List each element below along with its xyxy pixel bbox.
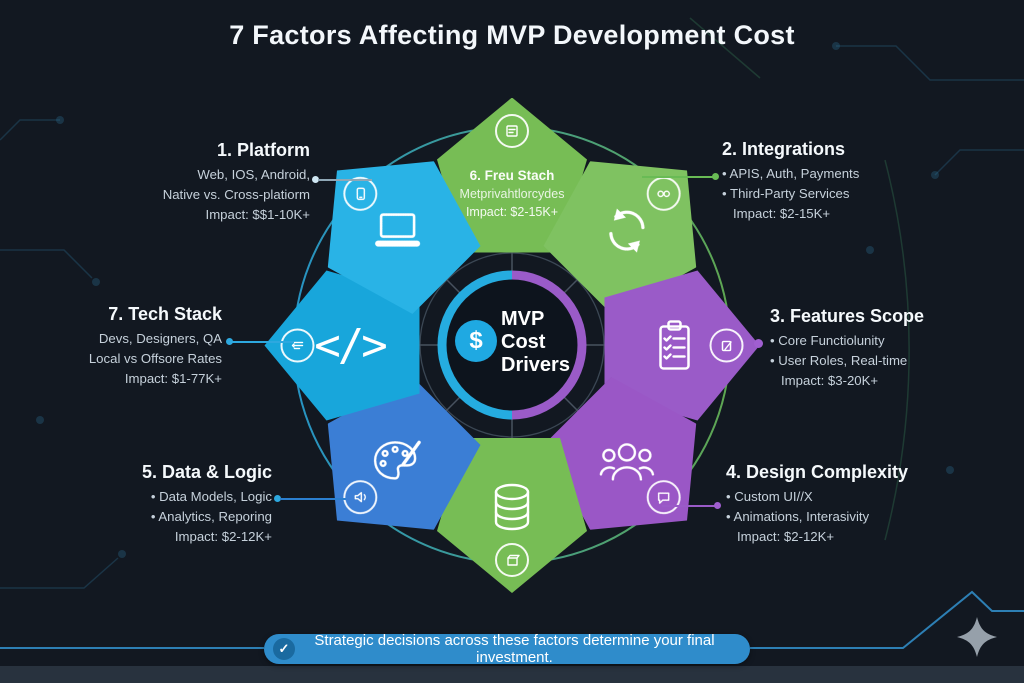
factor-4-line2: • Animations, Interasivity xyxy=(726,508,870,524)
connector-dot-4 xyxy=(714,502,721,509)
petal6-title: 6. Freu Stach xyxy=(469,167,555,183)
factor-3-features-scope: 3. Features Scope • Core Functiolunity •… xyxy=(770,306,990,390)
factor-1-platform: 1. Platform Web, IOS, Android, Native vs… xyxy=(100,140,310,224)
factor-7-line2: Local vs Offsore Rates xyxy=(88,350,222,366)
factor-7-impact: Impact: $1-77K+ xyxy=(124,370,222,386)
connector-line-1 xyxy=(318,179,372,181)
note-pencil-icon xyxy=(710,328,744,362)
sparkle-icon xyxy=(957,617,997,657)
factor-2-line2: • Third-Party Services xyxy=(722,185,850,201)
factor-5-impact: Impact: $2-12K+ xyxy=(174,528,272,544)
bottom-strip xyxy=(0,666,1024,683)
palette-icon xyxy=(369,436,425,484)
petal-integrations xyxy=(524,117,740,333)
petal-code: </> xyxy=(265,270,420,420)
petal-design xyxy=(284,357,500,573)
connector-line-7 xyxy=(232,341,294,343)
connector-dot-2 xyxy=(712,173,719,180)
package-icon xyxy=(495,543,529,577)
laptop-icon xyxy=(369,209,425,251)
dollar-icon: $ xyxy=(455,320,497,362)
factor-7-line1: Devs, Designers, QA xyxy=(98,331,222,346)
speaker-icon xyxy=(343,480,377,514)
connector-dot-5 xyxy=(274,495,281,502)
connector-dot-3 xyxy=(754,339,763,348)
hub-label-line3: Drivers xyxy=(501,354,570,376)
factor-4-line1: • Custom UI//X xyxy=(726,489,813,504)
footer-banner: ✓ Strategic decisions across these facto… xyxy=(264,632,750,666)
oauth-icon xyxy=(647,176,681,210)
factor-5-line2: • Analytics, Reporing xyxy=(150,508,272,524)
factor-7-title: 7. Tech Stack xyxy=(108,304,222,324)
footer-text: Strategic decisions across these factors… xyxy=(314,632,715,666)
hub-label-line2: Cost xyxy=(501,331,546,353)
factor-5-title: 5. Data & Logic xyxy=(141,462,272,482)
footer-line-left xyxy=(0,647,264,649)
factor-3-line1: • Core Functiolunity xyxy=(770,333,885,348)
sync-icon xyxy=(602,205,652,255)
petal-platform xyxy=(284,117,500,333)
factor-3-line2: • User Roles, Real-time xyxy=(770,352,908,368)
factor-2-line1: • APIS, Auth, Payments xyxy=(722,166,860,181)
factor-4-design-complexity: 4. Design Complexity • Custom UI//X • An… xyxy=(726,462,966,546)
connector-dot-7 xyxy=(226,338,233,345)
cost-drivers-diagram: 6. Freu Stach Metprivahtlorcydes Impact:… xyxy=(232,65,792,625)
connector-dot-1 xyxy=(312,176,319,183)
petal6-text: 6. Freu Stach Metprivahtlorcydes Impact:… xyxy=(437,166,587,222)
hub-ring xyxy=(437,270,587,420)
petal6-impact: Impact: $2-15K+ xyxy=(465,205,559,220)
smartphone-icon xyxy=(343,176,377,210)
factor-5-line1: • Data Models, Logic xyxy=(150,489,272,504)
factor-3-title: 3. Features Scope xyxy=(770,306,925,326)
factor-4-impact: Impact: $2-12K+ xyxy=(737,528,835,544)
factor-7-tech-stack: 7. Tech Stack Devs, Designers, QA Local … xyxy=(22,304,222,388)
page-title: 7 Factors Affecting MVP Development Cost xyxy=(229,20,795,50)
check-icon: ✓ xyxy=(273,638,295,660)
factor-2-title: 2. Integrations xyxy=(722,139,846,159)
certificate-icon xyxy=(495,113,529,148)
factor-2-integrations: 2. Integrations • APIS, Auth, Payments •… xyxy=(722,139,942,223)
factor-1-title: 1. Platform xyxy=(216,140,310,160)
factor-1-impact: Impact: $$1-10K+ xyxy=(205,206,310,222)
factor-1-line1: Web, IOS, Android, xyxy=(197,167,310,182)
mvp-cost-hub: $ MVP Cost Drivers xyxy=(437,270,587,420)
petal-design-complexity xyxy=(524,357,740,573)
factor-2-impact: Impact: $2-15K+ xyxy=(733,205,831,221)
factor-5-data-logic: 5. Data & Logic • Data Models, Logic • A… xyxy=(52,462,272,546)
petal-data xyxy=(437,438,587,593)
connector-line-5 xyxy=(280,498,346,500)
connector-line-2 xyxy=(642,176,714,178)
factor-1-line2: Native vs. Cross-platiorm xyxy=(162,186,310,202)
clipboard-checklist-icon xyxy=(652,318,696,372)
database-icon xyxy=(490,481,534,533)
users-icon xyxy=(599,439,655,481)
hub-label: MVP Cost Drivers xyxy=(501,308,570,377)
petal6-subtitle: Metprivahtlorcydes xyxy=(459,187,565,202)
chat-icon xyxy=(647,480,681,514)
list-arrow-icon xyxy=(281,328,315,362)
petal-features-scope xyxy=(605,270,760,420)
factor-3-impact: Impact: $3-20K+ xyxy=(781,372,879,388)
hub-label-line1: MVP xyxy=(501,308,545,330)
connector-line-4 xyxy=(662,505,717,507)
factor-4-title: 4. Design Complexity xyxy=(726,462,909,482)
